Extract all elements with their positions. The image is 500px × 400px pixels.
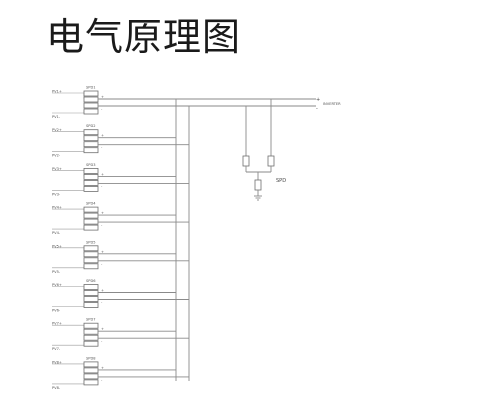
page-title: 电气原理图 — [46, 15, 242, 59]
breaker-label: SPD2 — [86, 124, 96, 128]
output-minus-mark: - — [101, 107, 103, 111]
string-negative-label: PV4- — [52, 231, 61, 235]
fuse-negative — [83, 296, 99, 302]
breaker-label: SPD4 — [86, 202, 96, 206]
fuse-negative-2 — [83, 302, 99, 308]
output-plus-mark: + — [101, 327, 104, 331]
fuse-positive — [83, 129, 99, 136]
spd-branch: SPD — [242, 99, 286, 201]
fuse-negative — [83, 218, 99, 225]
string-negative-label: PV2- — [52, 154, 61, 158]
fuse-negative-2 — [83, 224, 99, 231]
string-negative-label: PV3- — [52, 192, 61, 196]
spd-element-negative — [267, 155, 275, 167]
string-positive-label: PV3+ — [52, 167, 62, 171]
output-plus-mark: + — [101, 172, 104, 176]
output-minus-mark: - — [101, 262, 103, 266]
breaker-label: SPD3 — [86, 163, 96, 167]
fuse-positive — [83, 284, 99, 290]
output-plus-mark: + — [101, 134, 104, 138]
fuse-negative — [83, 373, 99, 380]
string-positive-label: PV7+ — [52, 322, 62, 326]
breaker-label: SPD7 — [86, 318, 96, 322]
string-negative-label: PV6- — [52, 309, 61, 313]
fuse-positive-2 — [83, 135, 99, 142]
string-negative-label: PV1- — [52, 115, 61, 119]
fuse-positive — [83, 206, 99, 213]
fuse-negative — [83, 257, 99, 264]
spd-element-ground — [254, 179, 262, 191]
fuse-positive-2 — [83, 290, 99, 296]
fuse-positive-2 — [83, 367, 99, 374]
fuse-positive — [83, 322, 99, 329]
output-minus-mark: - — [101, 184, 103, 188]
fuse-positive-2 — [83, 328, 99, 335]
fuse-negative-2 — [83, 147, 99, 154]
spd-element-positive — [242, 155, 250, 167]
inverter-label: INVERTER — [323, 102, 341, 106]
output-minus-mark: - — [101, 339, 103, 343]
output-plus-mark: + — [101, 289, 104, 293]
output-plus-sign: + — [316, 97, 320, 103]
output-minus-mark: - — [101, 223, 103, 227]
string-positive-label: PV1+ — [52, 90, 62, 94]
breaker-label: SPD5 — [86, 240, 96, 244]
output-plus-mark: + — [101, 250, 104, 254]
spd-label: SPD — [276, 178, 286, 184]
string-positive-label: PV8+ — [52, 360, 62, 364]
output-minus-mark: - — [101, 378, 103, 382]
fuse-negative — [83, 179, 99, 186]
fuse-negative — [83, 141, 99, 148]
pv-strings: PV1+ PV1- SPD1 + - PV2+ PV2- SPD2 + - PV3+ PV3- SPD3… — [52, 86, 189, 390]
fuse-positive — [83, 167, 99, 174]
output-plus-mark: + — [101, 366, 104, 370]
fuse-negative-2 — [83, 185, 99, 192]
fuse-positive — [83, 245, 99, 252]
string-negative-label: PV5- — [52, 270, 61, 274]
fuse-positive — [83, 90, 99, 97]
breaker-label: SPD1 — [86, 86, 96, 90]
fuse-negative-2 — [83, 263, 99, 270]
output-minus-mark: - — [101, 301, 103, 305]
fuse-negative — [83, 102, 99, 109]
fuse-positive-2 — [83, 251, 99, 258]
output-minus-mark: - — [101, 146, 103, 150]
output-plus-mark: + — [101, 211, 104, 215]
fuse-negative — [83, 334, 99, 341]
string-positive-label: PV2+ — [52, 128, 62, 132]
fuse-positive-2 — [83, 173, 99, 180]
fuse-positive-2 — [83, 96, 99, 103]
string-positive-label: PV5+ — [52, 244, 62, 248]
string-negative-label: PV7- — [52, 347, 61, 351]
output-plus-mark: + — [101, 95, 104, 99]
string-positive-label: PV4+ — [52, 206, 62, 210]
output-minus-sign: - — [316, 106, 318, 112]
string-negative-label: PV8- — [52, 386, 61, 390]
fuse-negative-2 — [83, 108, 99, 115]
fuse-positive — [83, 361, 99, 368]
fuse-positive-2 — [83, 212, 99, 219]
breaker-label: SPD6 — [86, 279, 96, 283]
fuse-negative-2 — [83, 340, 99, 347]
fuse-negative-2 — [83, 379, 99, 386]
string-positive-label: PV6+ — [52, 283, 62, 287]
breaker-label: SPD8 — [86, 356, 96, 360]
